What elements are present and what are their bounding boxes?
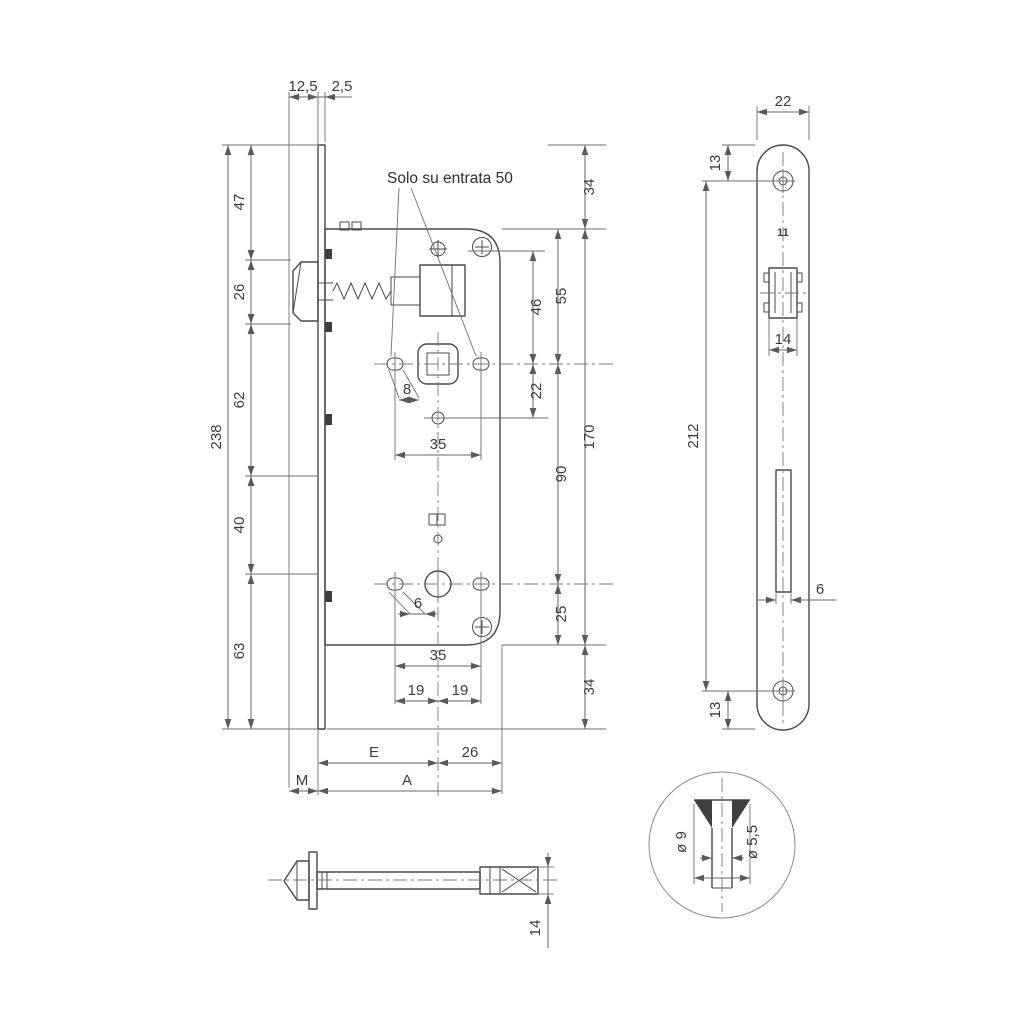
dim-55-label: 55 [553,288,570,305]
dim-12-5-label: 12,5 [288,78,317,95]
dim-dia-9-label: ø 9 [673,831,690,853]
dim-170-label: 170 [581,424,598,449]
faceplate-dimension-lines [705,111,836,729]
callout-solo-su-entrata: Solo su entrata 50 [387,170,513,187]
dim-fp-14-label: 14 [775,331,792,348]
dim-34-top-label: 34 [581,179,598,196]
lock-case-outline [317,144,501,730]
detail-bubble-circle [648,771,796,919]
dim-fp-13-bottom-label: 13 [707,702,724,719]
dim-fp-212-label: 212 [685,423,702,448]
dim-90-label: 90 [553,466,570,483]
middle-small-features [428,513,446,544]
dim-26-inner-label: 26 [462,744,479,761]
dim-dia-5-5-label: ø 5,5 [744,825,761,859]
dim-19-right-label: 19 [452,682,469,699]
faceplate-view: 22 13 11 14 212 6 13 [685,93,836,731]
dim-35-bottom-label: 35 [430,647,447,664]
dim-62-label: 62 [231,392,248,409]
dim-47-label: 47 [231,194,248,211]
dim-E-label: E [369,744,379,761]
dim-26-left-label: 26 [231,284,248,301]
dim-40-label: 40 [231,517,248,534]
main-extension-lines [222,92,606,795]
dim-46-label: 46 [528,299,545,316]
dim-2-5-label: 2,5 [332,78,353,95]
dim-63-label: 63 [231,643,248,660]
dim-35-top-label: 35 [430,436,447,453]
fp-size-mark-label: 11 [777,227,789,239]
faceplate-center-slot [775,469,792,593]
dim-M-label: M [296,772,309,789]
latch-bolt-assembly [292,240,466,322]
dim-latch-14-label: 14 [527,920,544,937]
latch-side-view: 14 [268,851,560,948]
dim-fp-22-label: 22 [775,93,792,110]
dim-fp-13-top-label: 13 [707,155,724,172]
main-view: Solo su entrata 50 12,5 2,5 238 47 26 62… [208,78,614,800]
dim-6-inner-label: 6 [414,595,422,612]
main-centerlines [374,332,614,800]
corner-screw-top-icon [472,237,492,257]
dim-fp-6-label: 6 [816,581,824,598]
dim-A-label: A [402,772,412,789]
countersink-detail: ø 9 ø 5,5 [648,771,796,919]
dim-34-bottom-label: 34 [581,679,598,696]
dim-19-left-label: 19 [408,682,425,699]
corner-screw-bottom-icon [472,617,492,637]
dim-25-label: 25 [553,606,570,623]
dim-22-right-label: 22 [528,383,545,400]
main-dimension-arrows [224,93,589,795]
dim-8-label: 8 [403,381,411,398]
callout-group: Solo su entrata 50 [387,170,513,357]
latch-spring-icon [332,281,392,301]
faceplate-dimension-arrows [702,108,809,729]
faceplate-extension-lines [702,106,810,730]
dim-238-label: 238 [208,424,225,449]
main-dimension-lines [227,96,586,792]
